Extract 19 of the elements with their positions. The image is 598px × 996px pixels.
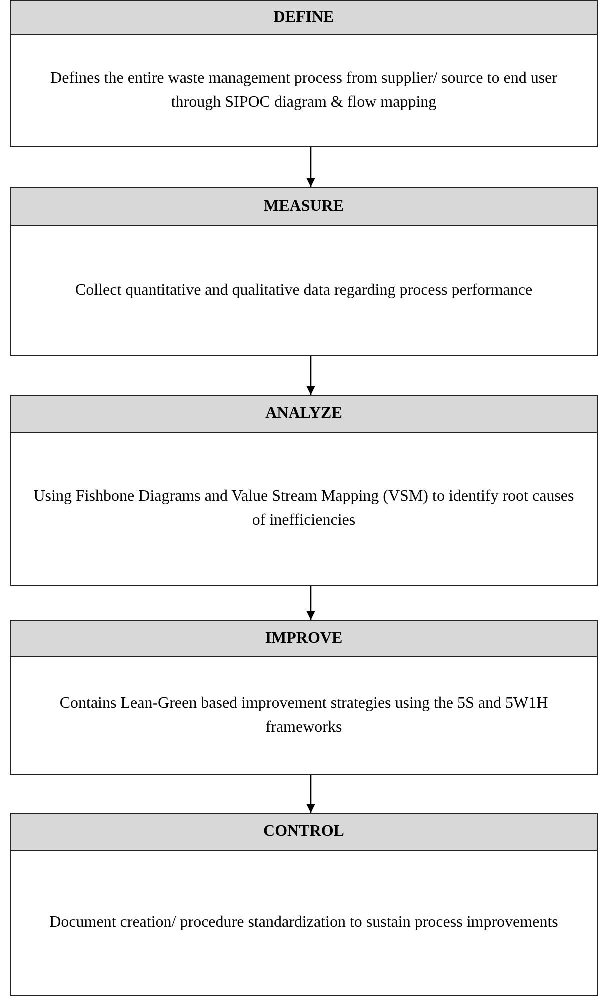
arrow xyxy=(306,775,316,813)
arrow xyxy=(306,356,316,395)
stage-heading: DEFINE xyxy=(11,1,597,35)
stage-description: Using Fishbone Diagrams and Value Stream Mapping (VSM) to identify root causes of inefficiencies xyxy=(32,487,576,531)
arrow xyxy=(306,147,316,187)
stage-box xyxy=(10,620,598,775)
stage-description: Collect quantitative and qualitative data regarding process performance xyxy=(74,280,534,300)
stage-description: Document creation/ procedure standardization to sustain process improvements xyxy=(48,913,560,933)
stage-box xyxy=(10,395,598,586)
arrow xyxy=(306,586,316,620)
stage-box xyxy=(10,187,598,356)
stage-box xyxy=(10,0,598,147)
stage-description: Defines the entire waste management process from supplier/ source to end user through SIPOC diagram & flow mapping xyxy=(50,68,558,112)
stage-heading: CONTROL xyxy=(11,814,597,851)
stage-heading: MEASURE xyxy=(11,188,597,226)
stage-heading: ANALYZE xyxy=(11,396,597,433)
stage-description: Contains Lean-Green based improvement strategies using the 5S and 5W1H frameworks xyxy=(58,694,550,738)
stage-box xyxy=(10,813,598,996)
stage-heading: IMPROVE xyxy=(11,621,597,657)
